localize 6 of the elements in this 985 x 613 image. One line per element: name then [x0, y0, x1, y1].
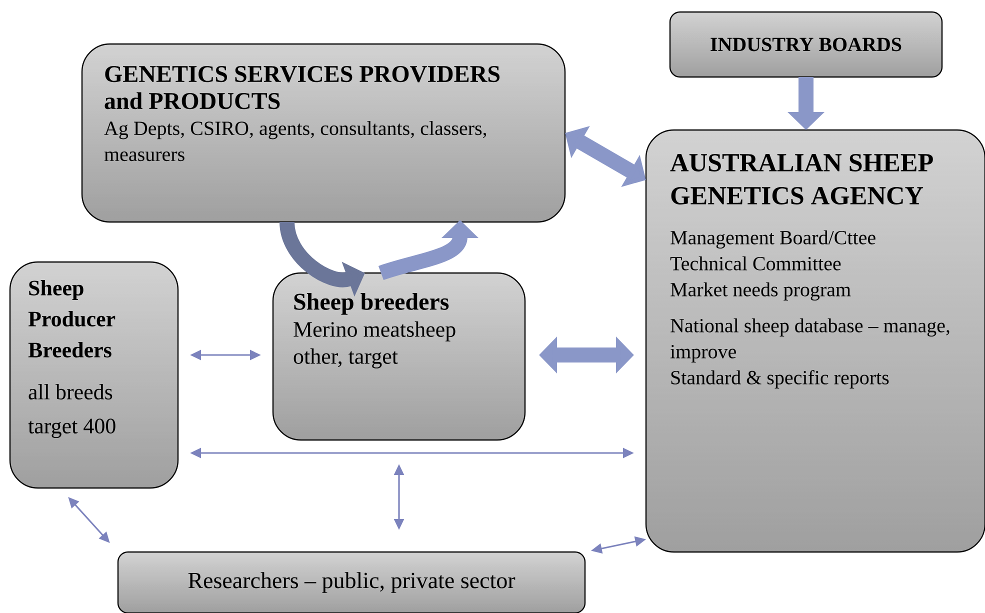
provider-box: GENETICS SERVICES PROVIDERS and PRODUCTS Ag Depts, CSIRO, agents, consultants, classers, measurers: [81, 43, 566, 223]
researcher-box: Researchers – public, private sector: [117, 551, 586, 613]
producer-box: Sheep Producer Breeders all breeds target 400: [9, 261, 179, 489]
agency-box: AUSTRALIAN SHEEP GENETICS AGENCY Management Board/Cttee Technical Committee Market needs program National sheep database – manage, improve Standard & specific reports: [645, 129, 985, 553]
breeder-box: Sheep breeders Merino meatsheep other, target: [272, 272, 526, 441]
board-box: INDUSTRY BOARDS: [669, 11, 943, 78]
